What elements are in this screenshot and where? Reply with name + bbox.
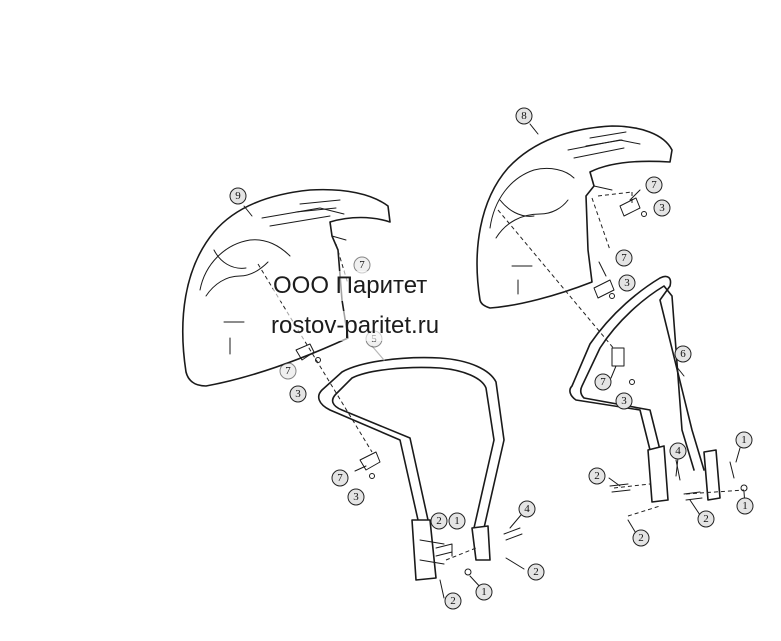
callout-2: 2 [588, 467, 606, 485]
callout-8: 8 [515, 107, 533, 125]
svg-text:9: 9 [235, 190, 241, 202]
svg-text:8: 8 [521, 110, 527, 122]
svg-text:2: 2 [638, 532, 644, 544]
callout-3: 3 [289, 385, 307, 403]
watermark-website: rostov-paritet.ru [271, 311, 440, 341]
svg-text:3: 3 [353, 491, 359, 503]
svg-text:7: 7 [600, 376, 606, 388]
callout-3: 3 [615, 392, 633, 410]
svg-text:7: 7 [359, 259, 365, 271]
callout-4: 4 [669, 442, 687, 460]
callout-1: 1 [735, 431, 753, 449]
svg-text:2: 2 [450, 595, 456, 607]
callout-1: 1 [448, 512, 466, 530]
callout-9: 9 [229, 187, 247, 205]
callout-2: 2 [697, 510, 715, 528]
right-guard-bar [569, 275, 721, 503]
svg-text:4: 4 [524, 503, 530, 515]
mounting-hardware [295, 197, 748, 576]
callout-3: 3 [347, 488, 365, 506]
callout-7: 7 [615, 249, 633, 267]
svg-text:3: 3 [624, 277, 630, 289]
callout-7: 7 [645, 176, 663, 194]
svg-text:1: 1 [481, 586, 487, 598]
svg-text:7: 7 [621, 252, 627, 264]
callout-2: 2 [444, 592, 462, 610]
callout-7: 7 [594, 373, 612, 391]
callout-2: 2 [527, 563, 545, 581]
callout-1: 1 [736, 497, 754, 515]
svg-text:1: 1 [742, 500, 748, 512]
svg-text:4: 4 [675, 445, 681, 457]
callout-7: 7 [331, 469, 349, 487]
svg-text:6: 6 [680, 348, 686, 360]
svg-text:3: 3 [295, 388, 301, 400]
watermark-company-name: ООО Паритет [273, 271, 428, 301]
svg-text:1: 1 [454, 515, 460, 527]
svg-text:7: 7 [337, 472, 343, 484]
left-guard-bar [317, 356, 505, 581]
callout-6: 6 [674, 345, 692, 363]
right-fender [476, 125, 673, 309]
svg-text:7: 7 [285, 365, 291, 377]
callout-2: 2 [632, 529, 650, 547]
svg-text:2: 2 [703, 513, 709, 525]
callout-3: 3 [618, 274, 636, 292]
callout-4: 4 [518, 500, 536, 518]
svg-text:1: 1 [741, 434, 747, 446]
svg-text:2: 2 [533, 566, 539, 578]
callout-2: 2 [430, 512, 448, 530]
svg-text:3: 3 [621, 395, 627, 407]
callout-7: 7 [279, 362, 297, 380]
svg-text:2: 2 [436, 515, 442, 527]
svg-text:7: 7 [651, 179, 657, 191]
callout-1: 1 [475, 583, 493, 601]
callout-3: 3 [653, 199, 671, 217]
svg-text:3: 3 [659, 202, 665, 214]
svg-text:2: 2 [594, 470, 600, 482]
